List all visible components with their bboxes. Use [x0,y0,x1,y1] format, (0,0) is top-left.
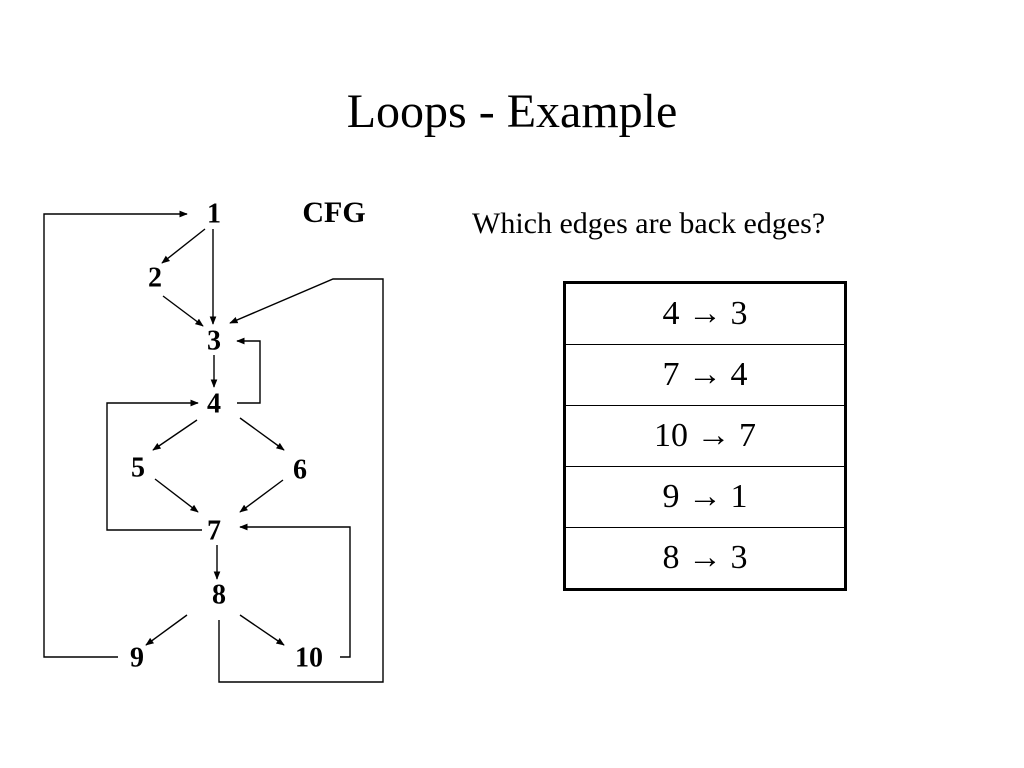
back-edge-cell: 7 → 4 [564,344,846,406]
cfg-node-9: 9 [130,642,144,673]
back-edge-cell: 8 → 3 [564,527,846,590]
cfg-edge-10-to-7 [239,523,351,658]
cfg-node-3: 3 [207,325,221,356]
back-edge-cell: 4 → 3 [662,295,748,332]
cfg-edge-4-to-5 [152,419,198,451]
cfg-edge-4-to-6 [239,417,285,451]
question-text: Which edges are back edges? [472,207,826,240]
cfg-edge-7-to-4 [106,399,202,531]
cfg-label: CFG [302,196,365,229]
cfg-node-2: 2 [148,262,162,293]
cfg-edge-6-to-7 [239,479,284,513]
cfg-edge-8-to-10 [239,614,285,646]
cfg-node-8: 8 [212,579,226,610]
cfg-node-6: 6 [293,454,307,485]
cfg-node-5: 5 [131,452,145,483]
back-edge-cell: 9 → 1 [564,466,846,528]
cfg-edge-8-to-3 [218,278,384,683]
table-row: 7 → 4 [564,344,846,406]
cfg-node-7: 7 [207,515,221,546]
cfg-edge-8-to-9 [145,614,188,646]
cfg-edge-1-to-2 [161,228,206,264]
cfg-node-1: 1 [207,198,221,229]
cfg-edge-5-to-7 [154,478,199,513]
cfg-edge-9-to-1 [43,210,188,658]
table-row: 4 → 3 [565,283,846,345]
cfg-edge-2-to-3 [162,295,204,327]
table-row: 10 → 7 [564,405,846,467]
cfg-edge-4-to-3 [236,337,261,404]
table-row: 8 → 3 [564,527,846,590]
cfg-node-10: 10 [295,642,323,673]
table-row: 9 → 1 [564,466,846,528]
cfg-node-4: 4 [207,388,221,419]
slide-title: Loops - Example [346,85,678,138]
back-edge-cell: 10 → 7 [564,405,846,467]
